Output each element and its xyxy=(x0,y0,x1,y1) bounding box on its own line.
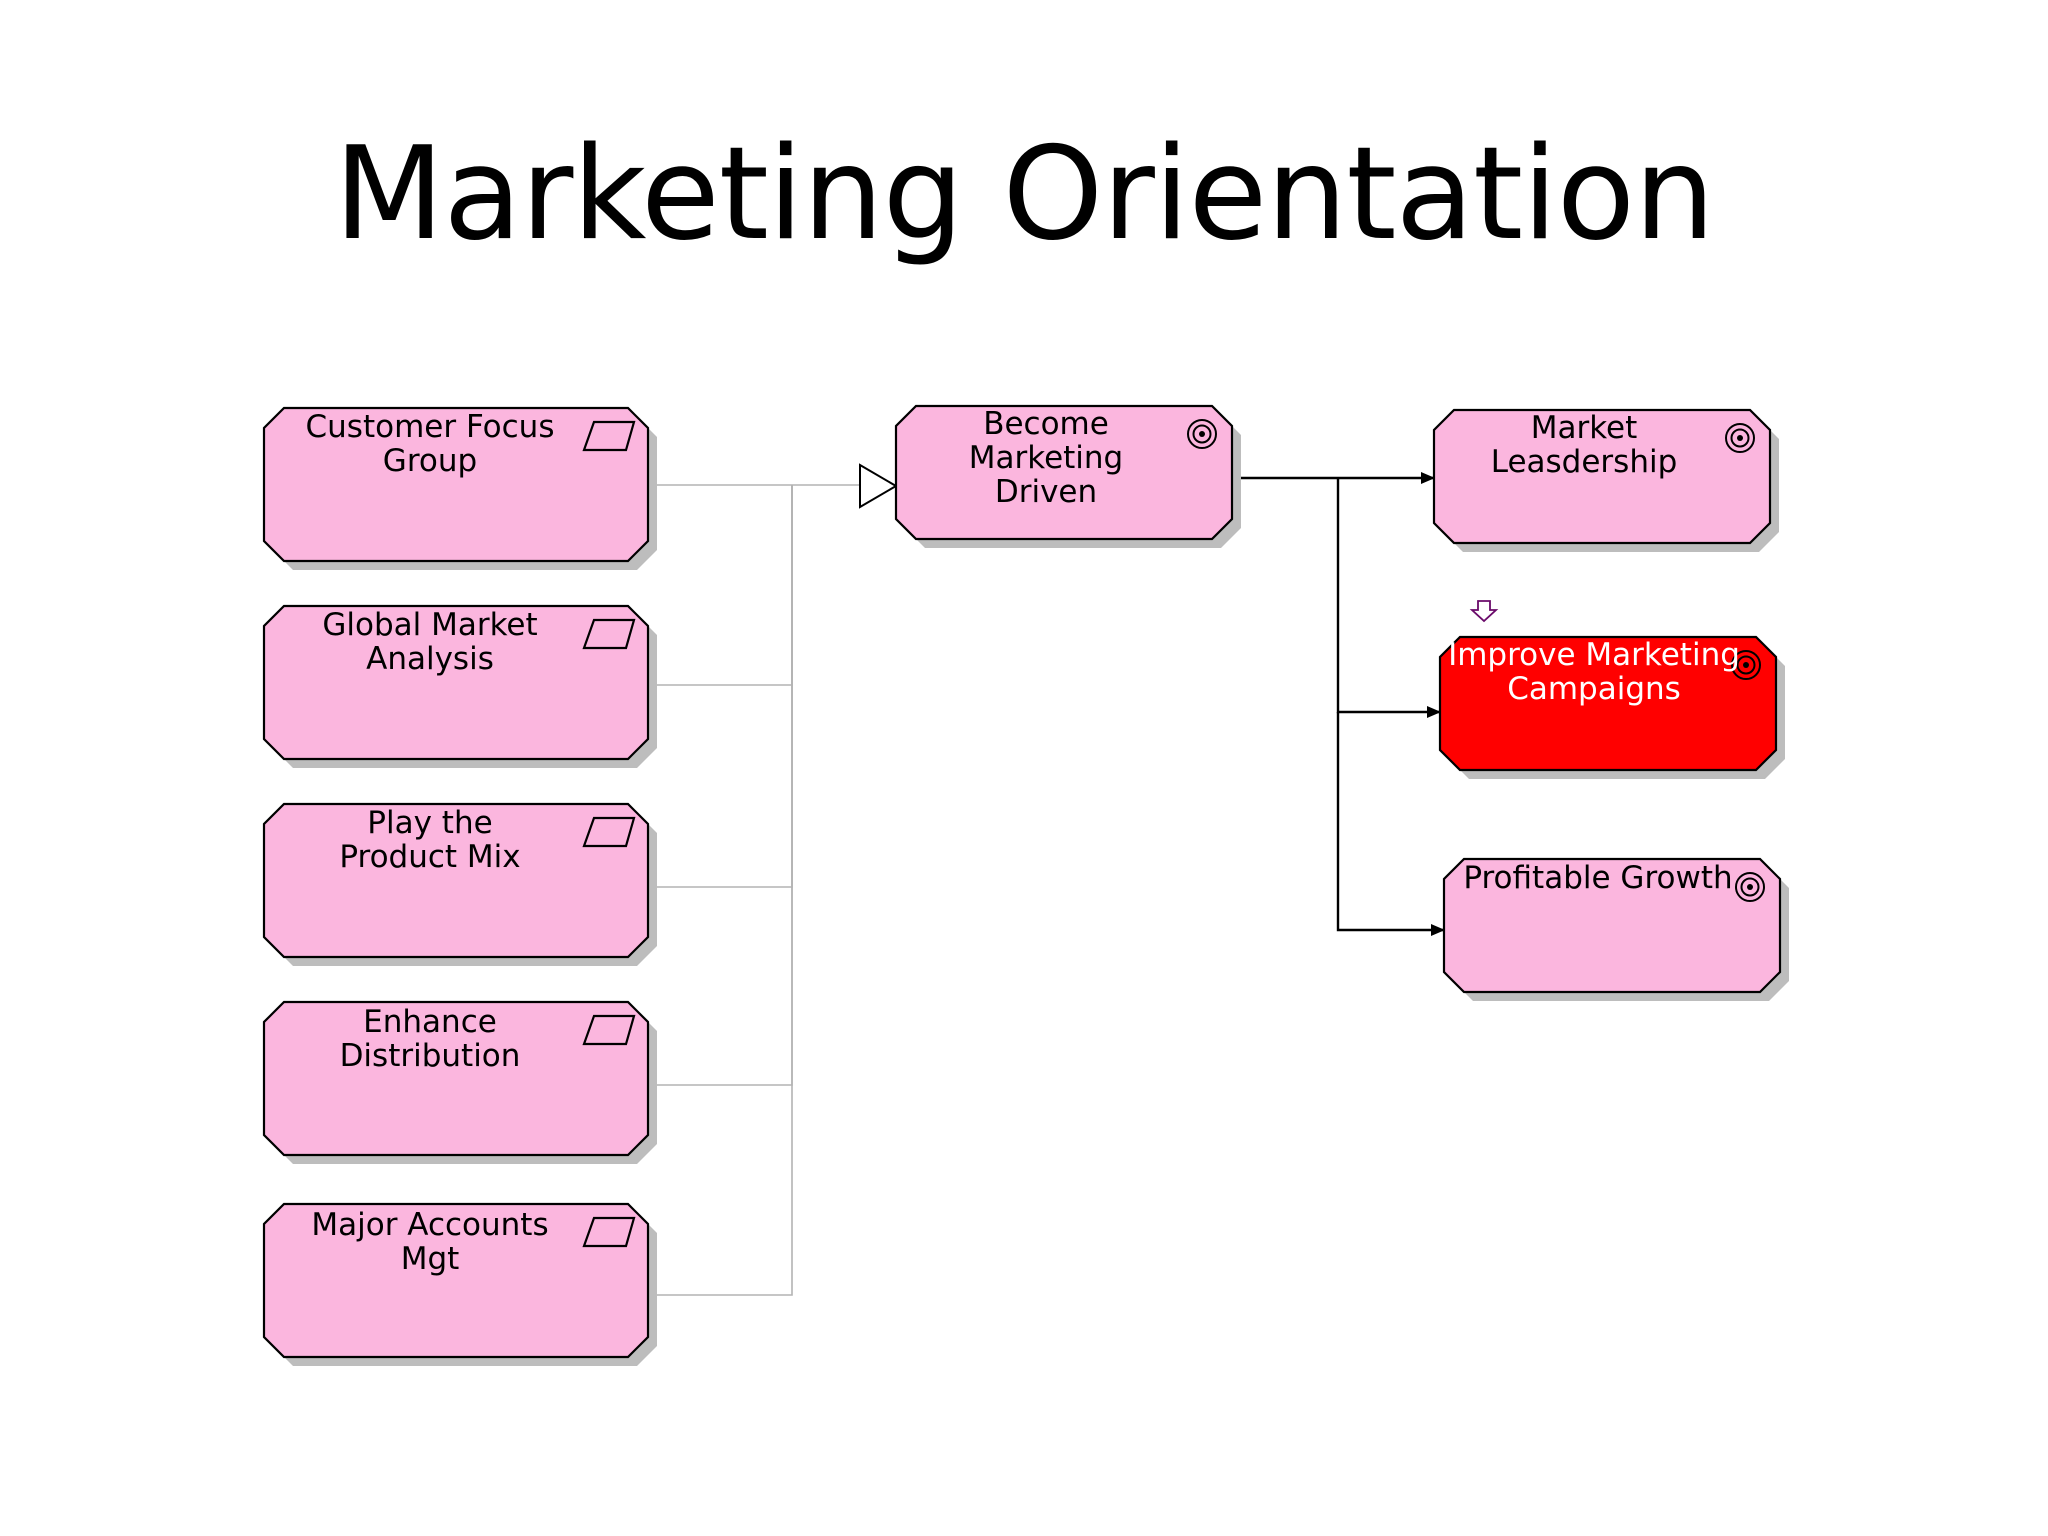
connector-enhance-distribution xyxy=(650,485,793,1086)
connector-play-product-mix xyxy=(650,485,793,888)
node-label-profitable-growth: Profitable Growth xyxy=(1463,860,1733,896)
node-major-accounts-mgt[interactable] xyxy=(262,1202,657,1366)
node-box xyxy=(262,406,650,563)
node-label-customer-focus-group: Customer Focus Group xyxy=(305,409,555,479)
node-market-leasdership[interactable] xyxy=(1432,408,1779,552)
connector-major-accounts-mgt xyxy=(650,485,793,1296)
node-label-global-market-analysis: Global Market Analysis xyxy=(322,607,538,677)
node-box xyxy=(894,404,1234,541)
connector-to-profitable-growth xyxy=(1336,712,1445,936)
node-box xyxy=(262,1000,650,1157)
node-box xyxy=(1438,635,1778,772)
node-label-major-accounts-mgt: Major Accounts Mgt xyxy=(311,1207,549,1277)
node-label-enhance-distribution: Enhance Distribution xyxy=(339,1004,521,1074)
process-parallelogram-icon xyxy=(582,1014,636,1046)
node-profitable-growth[interactable] xyxy=(1442,857,1789,1001)
node-box xyxy=(1442,857,1782,994)
process-parallelogram-icon xyxy=(582,420,636,452)
connector-to-improve-marketing-campaigns xyxy=(1336,478,1441,718)
page-title: Marketing Orientation xyxy=(333,120,1715,269)
node-become-marketing-driven[interactable] xyxy=(894,404,1241,548)
goal-target-icon xyxy=(1725,423,1755,453)
goal-target-icon xyxy=(1731,650,1761,680)
node-improve-marketing-campaigns[interactable] xyxy=(1438,635,1785,779)
node-play-product-mix[interactable] xyxy=(262,802,657,966)
process-parallelogram-icon xyxy=(582,816,636,848)
selection-marker-icon xyxy=(1469,600,1499,623)
flow-connectors xyxy=(1238,472,1445,936)
goal-target-icon xyxy=(1187,419,1217,449)
node-box xyxy=(262,802,650,959)
node-label-improve-marketing-campaigns: Improve Marketing Campaigns xyxy=(1448,637,1740,707)
goal-target-icon xyxy=(1735,872,1765,902)
node-box xyxy=(1432,408,1772,545)
node-label-play-product-mix: Play the Product Mix xyxy=(339,805,521,875)
process-parallelogram-icon xyxy=(582,1216,636,1248)
node-global-market-analysis[interactable] xyxy=(262,604,657,768)
realization-connectors xyxy=(650,484,860,1296)
node-enhance-distribution[interactable] xyxy=(262,1000,657,1164)
realization-arrowhead xyxy=(859,463,898,509)
connector-global-market-analysis xyxy=(650,485,793,686)
node-label-become-marketing-driven: Become Marketing Driven xyxy=(968,406,1124,510)
node-customer-focus-group[interactable] xyxy=(262,406,657,570)
node-label-market-leasdership: Market Leasdership xyxy=(1490,410,1678,480)
node-box xyxy=(262,1202,650,1359)
node-box xyxy=(262,604,650,761)
process-parallelogram-icon xyxy=(582,618,636,650)
